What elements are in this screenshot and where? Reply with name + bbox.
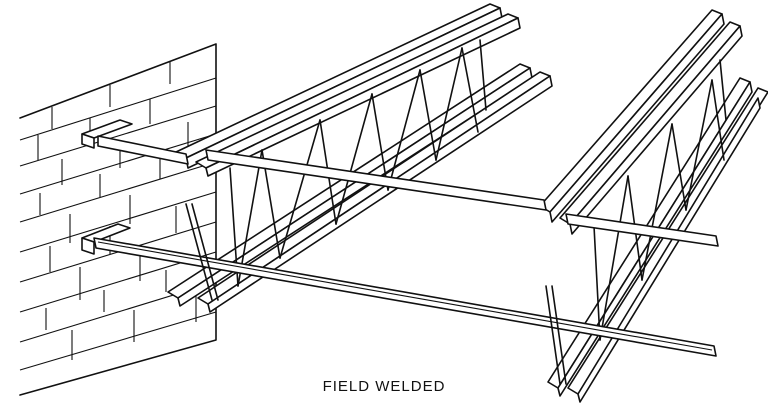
figure-caption: FIELD WELDED bbox=[322, 378, 446, 395]
bridging-top bbox=[205, 149, 719, 247]
diagonal-bridging bbox=[185, 203, 567, 385]
joist-right bbox=[539, 9, 768, 403]
bridging-bottom bbox=[93, 237, 717, 357]
brick-wall bbox=[19, 43, 217, 396]
joist-left bbox=[97, 3, 553, 313]
